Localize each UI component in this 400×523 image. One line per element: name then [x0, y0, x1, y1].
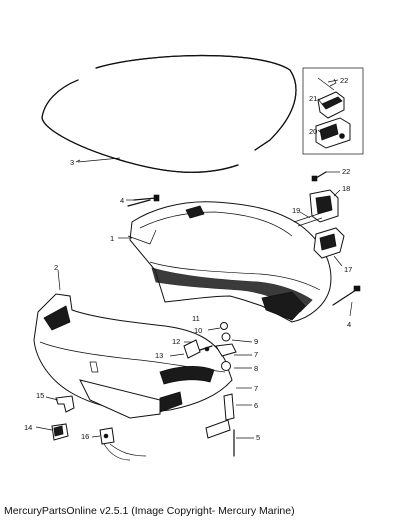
- callout-4b: 4: [347, 320, 351, 329]
- cowl-seal-part-3: [41, 54, 297, 173]
- callout-15: 15: [36, 391, 44, 400]
- callout-11: 11: [192, 314, 200, 323]
- callout-21: 21: [309, 94, 317, 103]
- callout-14: 14: [24, 423, 32, 432]
- callout-18: 18: [342, 184, 350, 193]
- callout-1: 1: [110, 234, 114, 243]
- callout-6: 6: [254, 401, 258, 410]
- callout-5: 5: [256, 433, 260, 442]
- callout-17: 17: [344, 265, 352, 274]
- callout-10: 10: [194, 326, 202, 335]
- callout-22a: 22: [340, 76, 348, 85]
- callout-22b: 22: [342, 167, 350, 176]
- callout-2: 2: [54, 263, 58, 272]
- callout-20: 20: [309, 127, 317, 136]
- callout-16: 16: [81, 432, 89, 441]
- callout-19: 19: [292, 206, 300, 215]
- fasteners: [133, 171, 361, 457]
- top-cowl-part-1: [127, 199, 332, 323]
- callout-8: 8: [254, 364, 258, 373]
- callout-9: 9: [254, 337, 258, 346]
- callout-12: 12: [172, 337, 180, 346]
- callout-4a: 4: [120, 196, 124, 205]
- leader-lines: [35, 79, 353, 439]
- bottom-cowl-part-2: [33, 293, 233, 419]
- latch-bracket-parts-17-19: [293, 189, 345, 259]
- small-parts-14-16: [51, 395, 147, 461]
- callout-7a: 7: [254, 350, 258, 359]
- callout-3: 3: [70, 158, 74, 167]
- inset-box-latch: [302, 67, 364, 155]
- footer-copyright: MercuryPartsOnline v2.5.1 (Image Copyrig…: [4, 505, 295, 517]
- callout-labels: 1 2 3 4 4 5 6 7 7 8 9 10 11 12 13 14 15 …: [24, 76, 352, 442]
- callout-13: 13: [155, 351, 163, 360]
- callout-7b: 7: [254, 384, 258, 393]
